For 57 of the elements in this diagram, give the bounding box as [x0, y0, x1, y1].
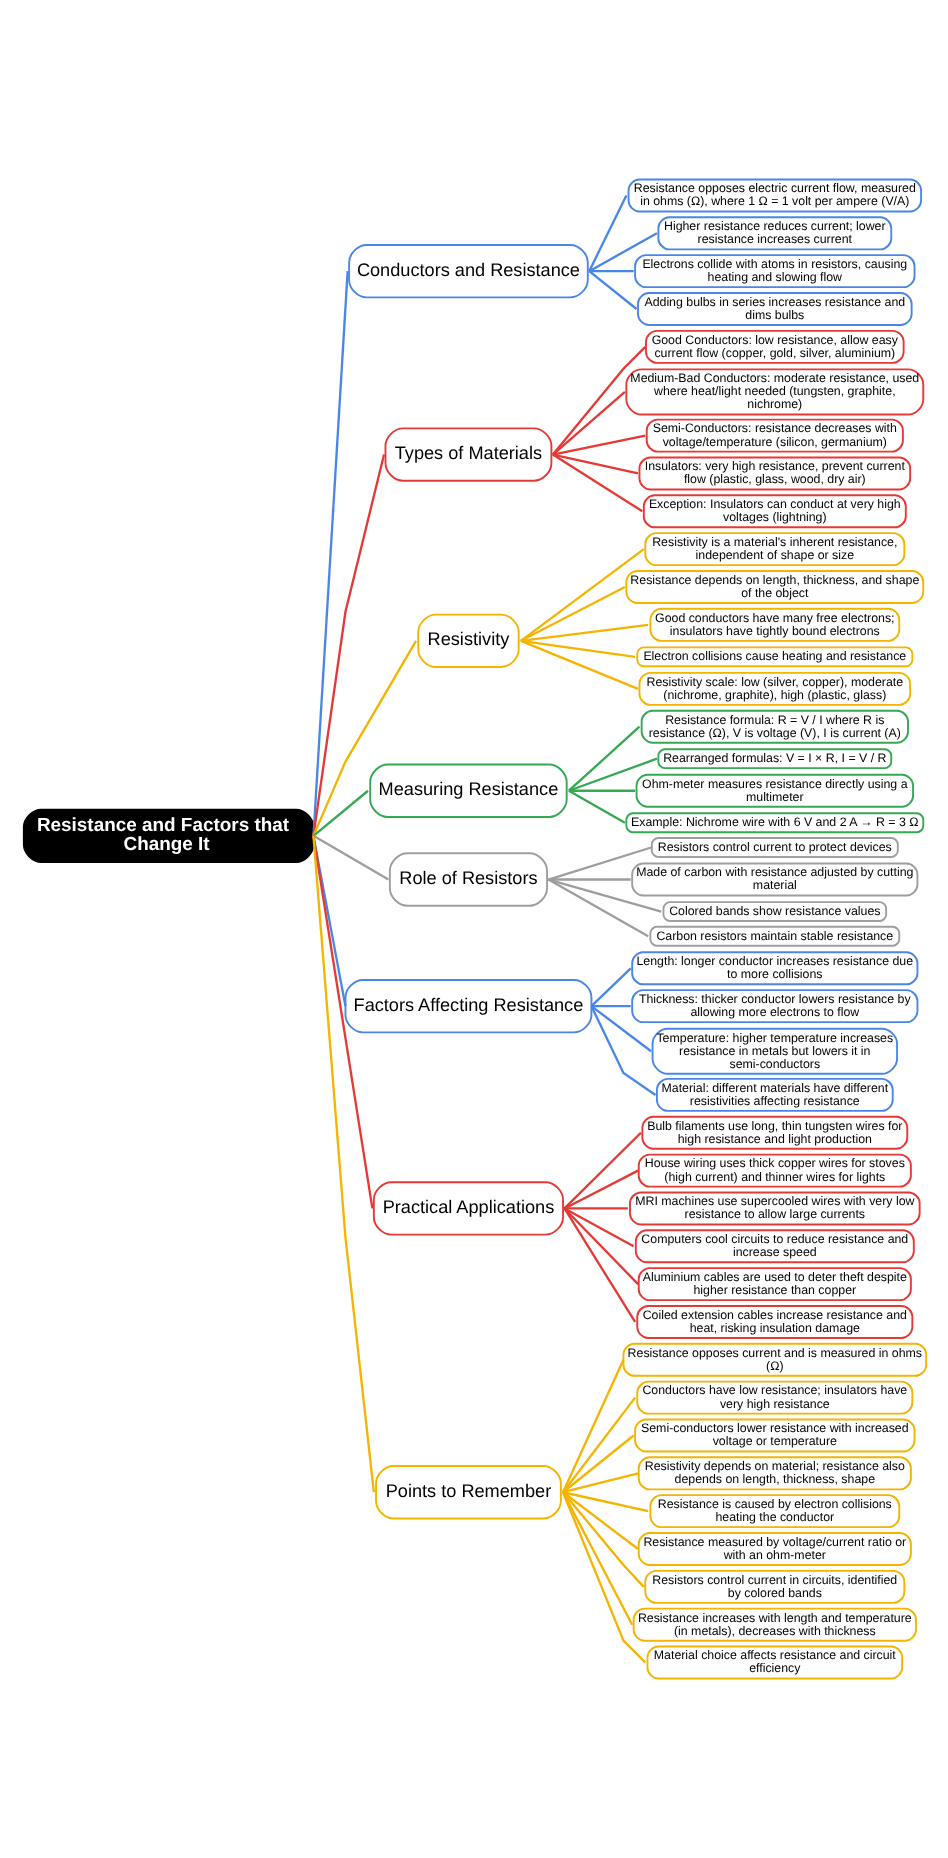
- connector: [563, 1207, 627, 1210]
- connector: [546, 878, 648, 938]
- node-box: Resistivity: [416, 613, 519, 668]
- connector: [561, 1359, 624, 1493]
- connector: [561, 1491, 638, 1550]
- connector: [519, 623, 648, 642]
- connector: [567, 757, 657, 792]
- connector: [547, 878, 630, 881]
- connector: [551, 434, 645, 456]
- connector: [562, 1207, 638, 1285]
- connector: [561, 1491, 633, 1626]
- connector: [567, 789, 625, 824]
- connector: [311, 454, 385, 836]
- connector: [311, 271, 348, 836]
- connector: [562, 1207, 636, 1323]
- node-box: Role of Resistors: [387, 852, 547, 907]
- connector: [547, 846, 651, 881]
- connector: [567, 789, 635, 792]
- connector: [547, 878, 661, 913]
- connector: [590, 1004, 630, 1008]
- node-box: Types of Materials: [383, 427, 552, 482]
- connector: [589, 1005, 656, 1096]
- connector: [311, 789, 368, 837]
- node-box: Practical Applications: [371, 1181, 563, 1236]
- connector: [587, 232, 657, 273]
- connector: [587, 270, 637, 310]
- connector: [551, 453, 642, 513]
- node-box: Resistance and Factors that Change It: [21, 808, 314, 863]
- connector: [588, 270, 633, 273]
- connector: [519, 548, 644, 642]
- connector: [311, 835, 373, 1209]
- connector: [561, 1472, 638, 1494]
- connector: [560, 1491, 646, 1664]
- connector: [519, 639, 638, 690]
- node-box: Factors Affecting Resistance: [343, 979, 592, 1034]
- connector: [311, 835, 374, 1493]
- connector: [519, 585, 625, 642]
- node-box: Points to Remember: [374, 1465, 561, 1520]
- connector: [551, 391, 625, 456]
- connector: [587, 194, 627, 272]
- node-box: Conductors and Resistance: [347, 244, 588, 299]
- connector: [311, 640, 417, 837]
- node-box: Measuring Resistance: [368, 763, 567, 818]
- connector: [561, 1434, 634, 1494]
- connector: [562, 1131, 641, 1210]
- connector: [567, 725, 640, 792]
- connector: [561, 1491, 648, 1513]
- connector: [562, 1207, 634, 1248]
- connector: [589, 1005, 651, 1053]
- connector: [519, 639, 635, 658]
- connector: [562, 1169, 638, 1210]
- connector: [561, 1491, 644, 1588]
- connector: [561, 1396, 636, 1493]
- connector: [311, 834, 388, 881]
- connector: [589, 967, 631, 1007]
- connector: [550, 346, 646, 456]
- connector: [551, 453, 638, 475]
